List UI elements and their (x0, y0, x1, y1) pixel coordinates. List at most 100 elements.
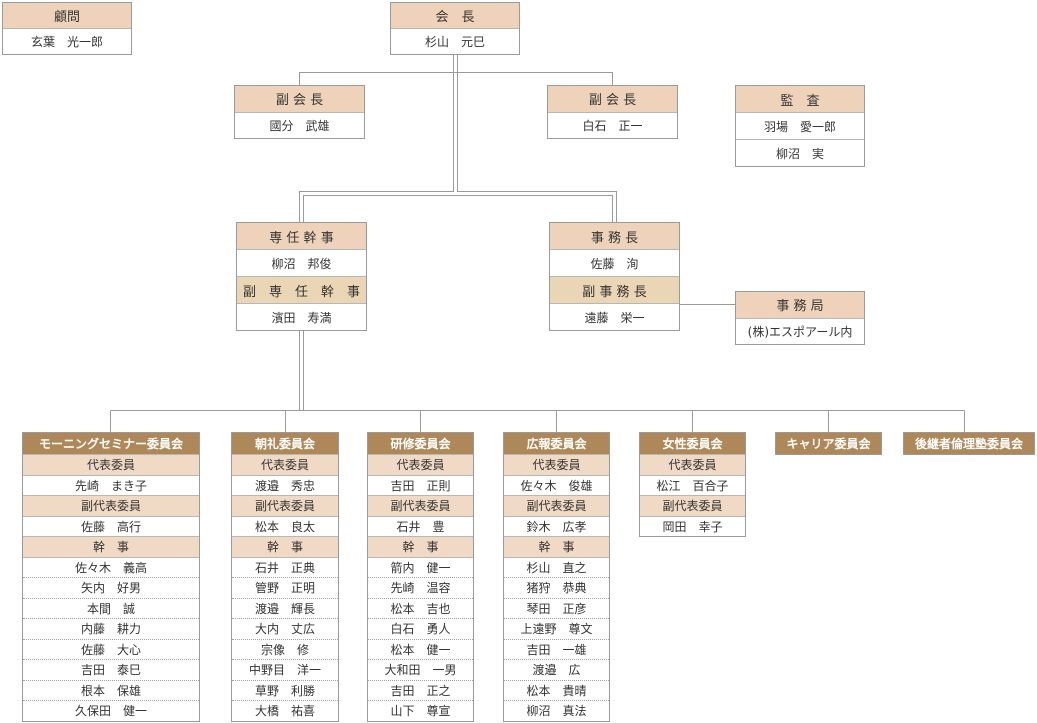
secretary-name: 琴田 正彦 (504, 597, 609, 619)
secretary-name: 吉田 泰巳 (23, 659, 199, 680)
deputy-secretary-general-title: 副 事 務 長 (550, 276, 679, 303)
secretary-label: 幹 事 (232, 536, 338, 557)
representative-label: 代表委員 (504, 454, 609, 475)
committee-header: 女性委員会 (640, 433, 745, 454)
secretary-name: 矢内 好男 (23, 577, 199, 598)
vice-representative-name: 鈴木 広孝 (504, 515, 609, 537)
secretary-name: 猪狩 恭典 (504, 577, 609, 598)
vice-chair-box-right: 副 会 長 白石 正一 (547, 85, 678, 139)
vice-chair-name: 白石 正一 (548, 111, 677, 139)
secretary-name: 松本 吉也 (368, 597, 473, 619)
secretary-name: 渡邉 輝長 (232, 597, 338, 619)
vice-representative-name: 岡田 幸子 (640, 515, 745, 537)
secretary-name: 吉田 一雄 (504, 638, 609, 660)
secretary-label: 幹 事 (368, 536, 473, 557)
secretary-name: 松本 貴晴 (504, 679, 609, 701)
secretary-name: 上遠野 尊文 (504, 618, 609, 639)
chairman-name: 杉山 元巳 (391, 28, 519, 54)
vice-chair-box-left: 副 会 長 國分 武雄 (234, 85, 365, 139)
advisor-box: 顧問 玄葉 光一郎 (2, 2, 132, 55)
committee-morning-seminar: モーニングセミナー委員会 代表委員 先崎 まき子 副代表委員 佐藤 高行 幹 事… (22, 432, 200, 722)
secretary-general-box: 事 務 長 佐藤 洵 副 事 務 長 遠藤 栄一 (549, 222, 680, 331)
secretary-name: 草野 利勝 (232, 679, 338, 701)
secretariat-location: (株)エスポアール内 (736, 317, 864, 345)
deputy-secretary-general-name: 遠藤 栄一 (550, 303, 679, 330)
vice-representative-label: 副代表委員 (640, 495, 745, 516)
secretary-name: 大和田 一男 (368, 659, 473, 680)
secretary-name: 根本 保雄 (23, 679, 199, 701)
representative-name: 佐々木 俊雄 (504, 474, 609, 496)
vice-representative-name: 石井 豊 (368, 515, 473, 537)
representative-name: 吉田 正則 (368, 474, 473, 496)
secretary-name: 柳沼 真法 (504, 700, 609, 721)
secretary-name: 本間 誠 (23, 597, 199, 619)
committee-header: 朝礼委員会 (232, 433, 338, 454)
representative-label: 代表委員 (232, 454, 338, 475)
committee-career: キャリア委員会 (775, 432, 882, 455)
secretary-name: 中野目 洋一 (232, 659, 338, 680)
secretary-name: 内藤 耕力 (23, 618, 199, 639)
committee-training: 研修委員会 代表委員 吉田 正則 副代表委員 石井 豊 幹 事 箭内 健一 先崎… (367, 432, 474, 722)
secretary-name: 吉田 正之 (368, 679, 473, 701)
secretary-name: 白石 勇人 (368, 618, 473, 639)
senior-secretary-title: 専 任 幹 事 (237, 223, 366, 249)
secretary-general-name: 佐藤 洵 (550, 249, 679, 276)
deputy-senior-secretary-name: 濱田 寿満 (237, 303, 366, 330)
secretary-label: 幹 事 (504, 536, 609, 557)
vice-chair-name: 國分 武雄 (235, 111, 364, 139)
advisor-name: 玄葉 光一郎 (3, 28, 131, 54)
auditor-name: 柳沼 実 (736, 139, 864, 166)
committee-header: キャリア委員会 (776, 433, 881, 454)
auditor-name: 羽場 愛一郎 (736, 112, 864, 139)
vice-representative-name: 松本 良太 (232, 515, 338, 537)
secretary-name: 佐藤 大心 (23, 638, 199, 660)
representative-label: 代表委員 (640, 454, 745, 475)
vice-representative-label: 副代表委員 (23, 495, 199, 516)
secretary-name: 先崎 温容 (368, 577, 473, 598)
advisor-title: 顧問 (3, 3, 131, 28)
vice-chair-title: 副 会 長 (548, 86, 677, 112)
representative-label: 代表委員 (368, 454, 473, 475)
secretary-name: 大橋 祐喜 (232, 700, 338, 721)
secretary-name: 杉山 直之 (504, 556, 609, 578)
committee-women: 女性委員会 代表委員 松江 百合子 副代表委員 岡田 幸子 (639, 432, 746, 537)
secretary-name: 石井 正典 (232, 556, 338, 578)
secretary-general-title: 事 務 長 (550, 223, 679, 249)
secretary-label: 幹 事 (23, 536, 199, 557)
senior-secretary-box: 専 任 幹 事 柳沼 邦俊 副 専 任 幹 事 濱田 寿満 (236, 222, 367, 331)
representative-label: 代表委員 (23, 454, 199, 475)
deputy-senior-secretary-title: 副 専 任 幹 事 (237, 276, 366, 303)
auditor-box: 監 査 羽場 愛一郎 柳沼 実 (735, 85, 865, 167)
vice-representative-label: 副代表委員 (368, 495, 473, 516)
chairman-title: 会 長 (391, 3, 519, 28)
vice-representative-label: 副代表委員 (504, 495, 609, 516)
committee-header: 研修委員会 (368, 433, 473, 454)
chairman-double-line-right (457, 55, 617, 222)
senior-secretary-name: 柳沼 邦俊 (237, 249, 366, 276)
vice-representative-name: 佐藤 高行 (23, 515, 199, 537)
committee-header: モーニングセミナー委員会 (23, 433, 199, 454)
vice-representative-label: 副代表委員 (232, 495, 338, 516)
vice-chair-connector (299, 72, 613, 85)
secretary-name: 管野 正明 (232, 577, 338, 598)
representative-name: 先崎 まき子 (23, 474, 199, 496)
committee-header: 広報委員会 (504, 433, 609, 454)
representative-name: 渡邉 秀忠 (232, 474, 338, 496)
chairman-box: 会 長 杉山 元巳 (390, 2, 520, 55)
committee-header: 後継者倫理塾委員会 (904, 433, 1034, 454)
committee-public-relations: 広報委員会 代表委員 佐々木 俊雄 副代表委員 鈴木 広孝 幹 事 杉山 直之 … (503, 432, 610, 722)
chairman-double-line-inner (303, 195, 613, 222)
secretary-name: 久保田 健一 (23, 700, 199, 721)
chairman-double-line-left (299, 55, 454, 222)
secretary-name: 大内 丈広 (232, 618, 338, 639)
secretary-name: 箭内 健一 (368, 556, 473, 578)
secretary-name: 佐々木 義高 (23, 556, 199, 578)
committee-morning-assembly: 朝礼委員会 代表委員 渡邉 秀忠 副代表委員 松本 良太 幹 事 石井 正典 管… (231, 432, 339, 722)
auditor-title: 監 査 (736, 86, 864, 112)
vice-chair-title: 副 会 長 (235, 86, 364, 112)
secretary-name: 山下 尊宣 (368, 700, 473, 721)
secretariat-box: 事 務 局 (株)エスポアール内 (735, 291, 865, 345)
secretary-name: 松本 健一 (368, 638, 473, 660)
secretariat-title: 事 務 局 (736, 292, 864, 318)
